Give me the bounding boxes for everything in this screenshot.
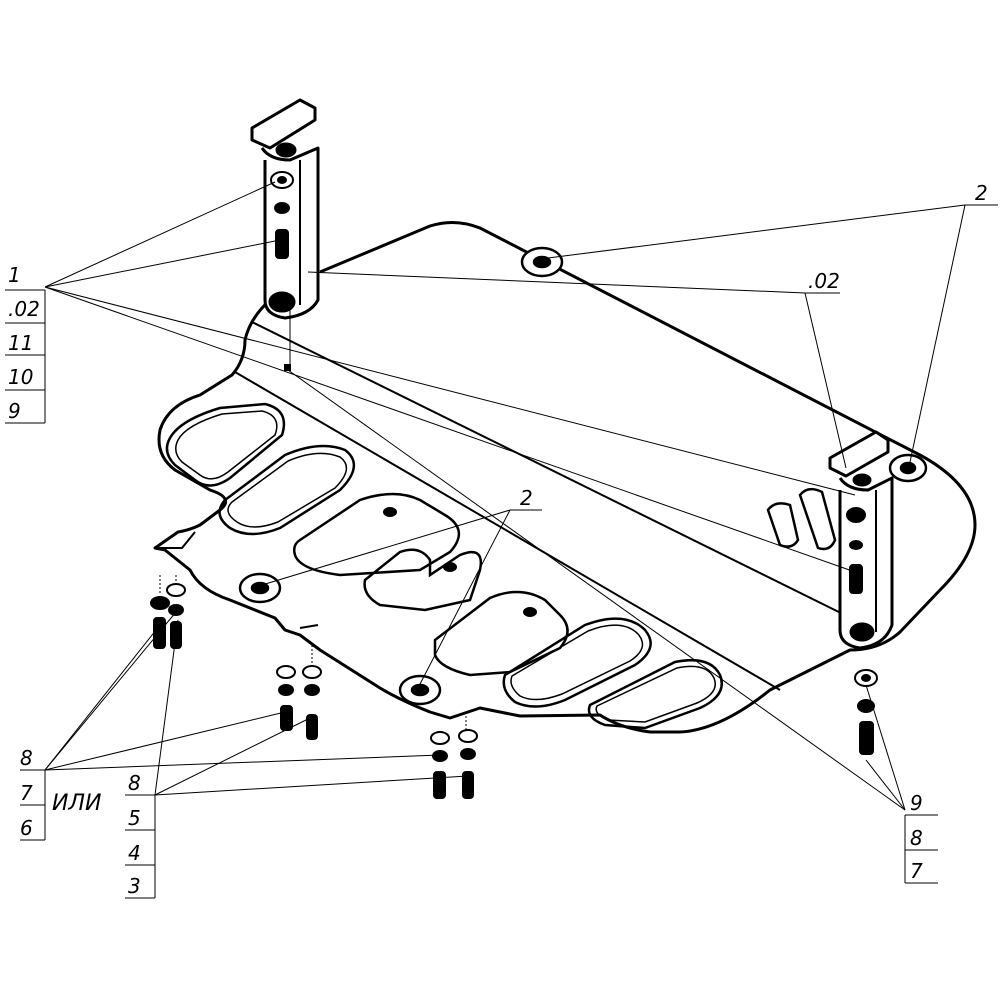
or-label: ИЛИ (52, 791, 101, 816)
callout-9-right: 9 (910, 791, 923, 815)
callout-02: .02 (8, 297, 40, 321)
callout-11: 11 (8, 331, 33, 355)
callout-5-mid: 5 (128, 806, 141, 830)
callout-10: 10 (8, 365, 33, 389)
callout-8-right: 8 (910, 826, 923, 850)
callout-8-mid: 8 (128, 771, 141, 795)
callout-3-mid: 3 (128, 874, 141, 898)
bracket-left (250, 98, 320, 320)
stiffening-ribs (165, 402, 837, 730)
callout-7-left: 7 (20, 781, 33, 805)
callout-2-top-right: 2 (975, 181, 988, 205)
callout-6-left: 6 (20, 816, 33, 840)
callout-8-left: 8 (20, 746, 33, 770)
callout-1: 1 (8, 263, 21, 287)
leader-lines (5, 181, 998, 899)
skid-plate (153, 221, 977, 734)
callout-4-mid: 4 (128, 841, 141, 865)
callout-9: 9 (8, 399, 21, 423)
grommets (238, 246, 928, 706)
callout-2-center: 2 (520, 486, 533, 510)
callout-7-right: 7 (910, 859, 923, 883)
plate-holes (284, 264, 537, 617)
callout-02-right: .02 (808, 269, 840, 293)
